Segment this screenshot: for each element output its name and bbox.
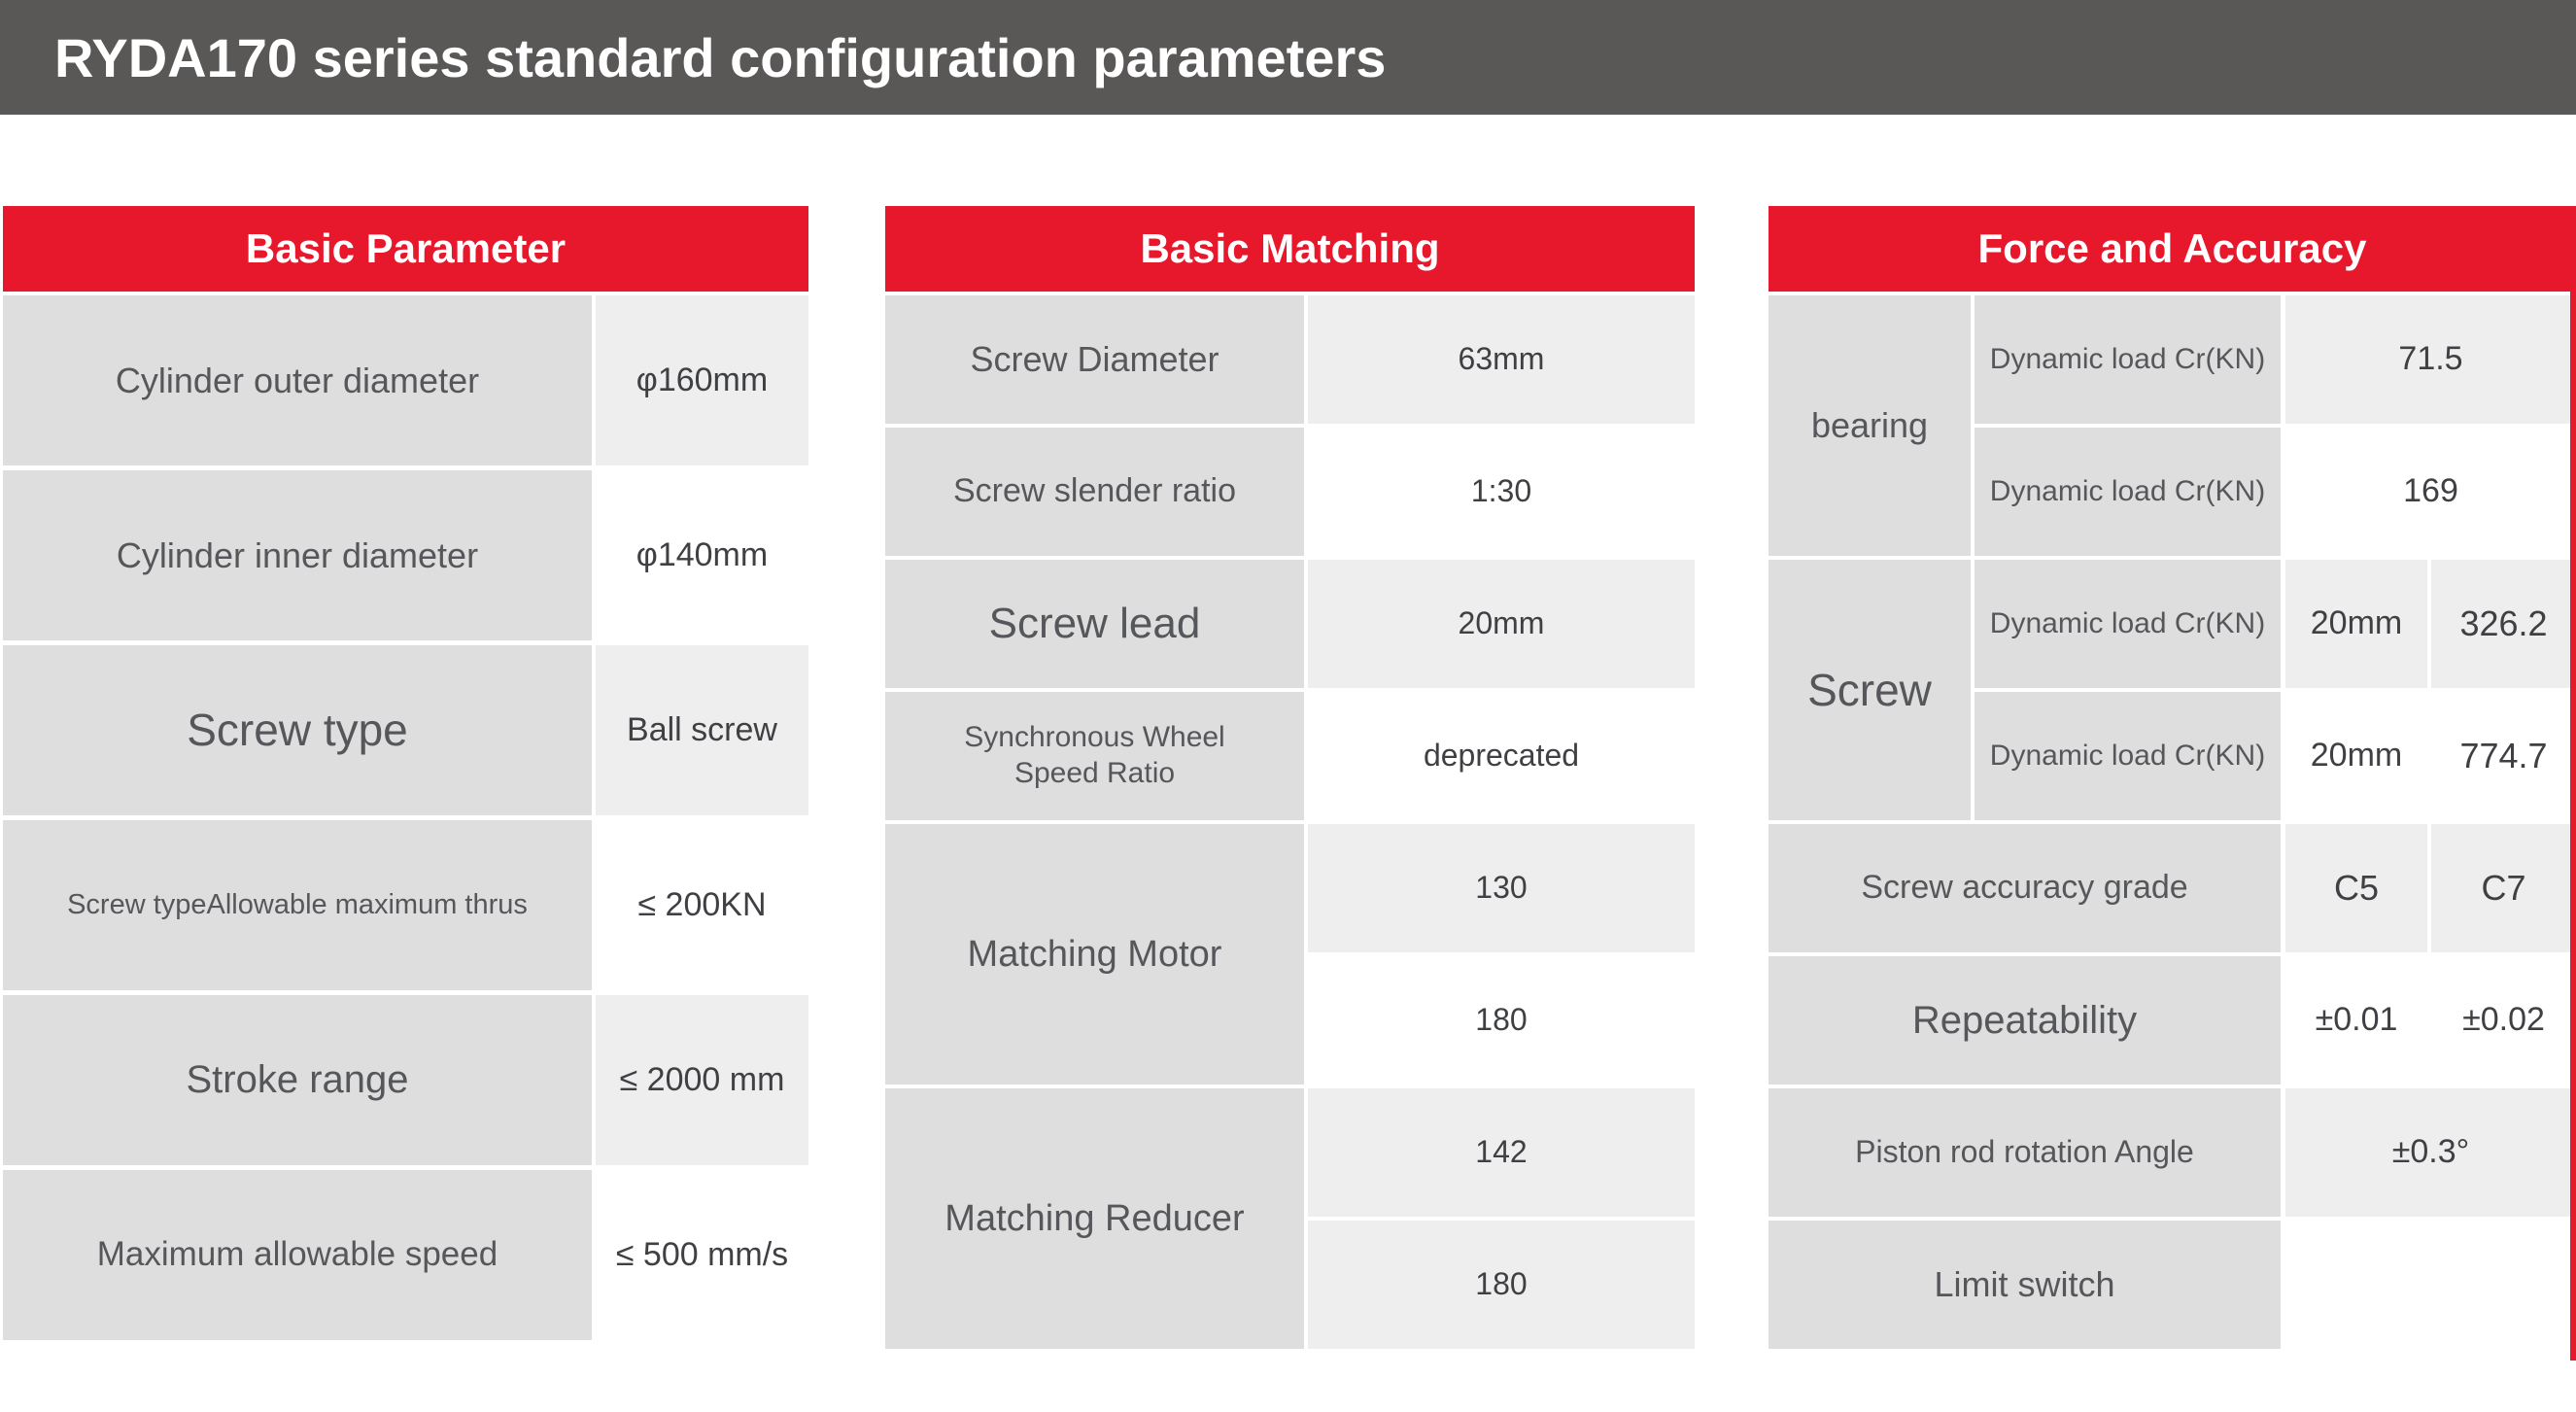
param-label: Screw accuracy grade bbox=[1769, 824, 2281, 952]
param-value: deprecated bbox=[1308, 692, 1695, 820]
param-label: Screw slender ratio bbox=[885, 428, 1304, 556]
param-value: C5 bbox=[2285, 824, 2427, 952]
param-value: 774.7 bbox=[2431, 692, 2576, 820]
param-value: C7 bbox=[2431, 824, 2576, 952]
param-label: Stroke range bbox=[3, 995, 592, 1165]
param-value: ±0.01 bbox=[2285, 956, 2427, 1085]
param-label: Piston rod rotation Angle bbox=[1769, 1088, 2281, 1217]
param-value: 20mm bbox=[1308, 560, 1695, 688]
param-value: ≤ 200KN bbox=[596, 820, 808, 990]
param-size: 20mm bbox=[2285, 692, 2427, 820]
param-label: Screw type bbox=[3, 645, 592, 815]
param-size: 20mm bbox=[2285, 560, 2427, 688]
param-value: 71.5 bbox=[2285, 295, 2576, 424]
param-value: 180 bbox=[1308, 956, 1695, 1085]
param-value: ±0.02 bbox=[2431, 956, 2576, 1085]
param-label: Dynamic load Cr(KN) bbox=[1975, 692, 2281, 820]
param-label: Maximum allowable speed bbox=[3, 1170, 592, 1340]
param-value: ≤ 2000 mm bbox=[596, 995, 808, 1165]
title-bar: RYDA170 series standard configuration pa… bbox=[0, 0, 2576, 115]
param-label: Cylinder outer diameter bbox=[3, 295, 592, 465]
table-header-basic-parameter: Basic Parameter bbox=[3, 206, 808, 292]
param-label: Dynamic load Cr(KN) bbox=[1975, 428, 2281, 556]
group-label-screw: Screw bbox=[1769, 560, 1971, 820]
param-label: Screw typeAllowable maximum thrus bbox=[3, 820, 592, 990]
param-label: Dynamic load Cr(KN) bbox=[1975, 560, 2281, 688]
param-label: Dynamic load Cr(KN) bbox=[1975, 295, 2281, 424]
right-edge-red-strip bbox=[2570, 292, 2576, 1360]
table-header-force-and-accuracy: Force and Accuracy bbox=[1769, 206, 2576, 292]
param-label-matching-reducer: Matching Reducer bbox=[885, 1088, 1304, 1349]
page-title: RYDA170 series standard configuration pa… bbox=[54, 26, 1387, 88]
param-label: Cylinder inner diameter bbox=[3, 470, 592, 640]
param-value: 326.2 bbox=[2431, 560, 2576, 688]
param-value bbox=[2285, 1221, 2576, 1349]
param-value: 142 bbox=[1308, 1088, 1695, 1217]
param-label: Screw Diameter bbox=[885, 295, 1304, 424]
param-value: 180 bbox=[1308, 1221, 1695, 1349]
param-value: 130 bbox=[1308, 824, 1695, 952]
param-label: Limit switch bbox=[1769, 1221, 2281, 1349]
param-value: φ160mm bbox=[596, 295, 808, 465]
param-value: ≤ 500 mm/s bbox=[596, 1170, 808, 1340]
param-label: Synchronous Wheel Speed Ratio bbox=[885, 692, 1304, 820]
param-value: Ball screw bbox=[596, 645, 808, 815]
param-label-matching-motor: Matching Motor bbox=[885, 824, 1304, 1085]
param-value: 1:30 bbox=[1308, 428, 1695, 556]
param-label: Screw lead bbox=[885, 560, 1304, 688]
param-label: Repeatability bbox=[1769, 956, 2281, 1085]
group-label-bearing: bearing bbox=[1769, 295, 1971, 556]
param-value: 169 bbox=[2285, 428, 2576, 556]
param-value: φ140mm bbox=[596, 470, 808, 640]
param-value: ±0.3° bbox=[2285, 1088, 2576, 1217]
table-header-basic-matching: Basic Matching bbox=[885, 206, 1695, 292]
param-value: 63mm bbox=[1308, 295, 1695, 424]
